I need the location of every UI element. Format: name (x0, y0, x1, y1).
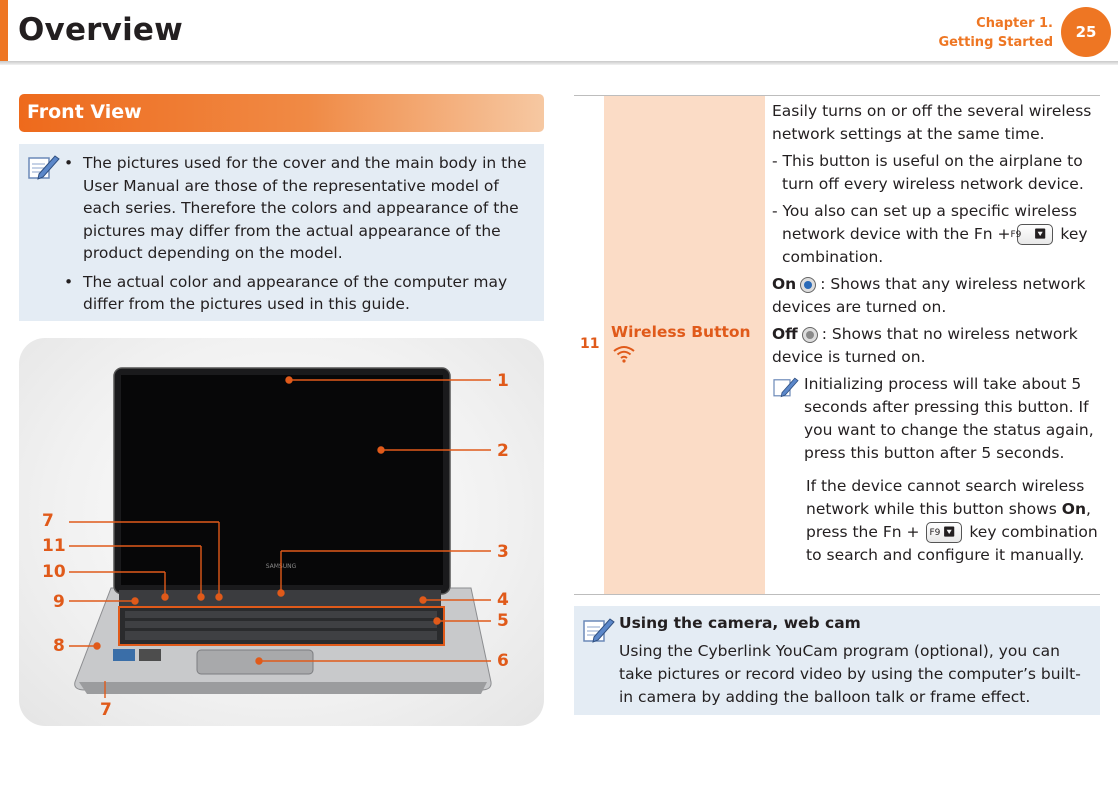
desc-final-para: If the device cannot search wireless net… (772, 475, 1098, 567)
f9-key-label: F9 (929, 522, 940, 545)
page-number-badge: 25 (1061, 7, 1111, 57)
header-accent-bar (0, 0, 8, 62)
callout-1: 1 (497, 371, 509, 391)
note-box: The pictures used for the cover and the … (19, 144, 544, 321)
callout-8: 8 (53, 636, 65, 656)
desc-dash-2: - You also can set up a specific wireles… (772, 200, 1098, 269)
callout-7-bottom: 7 (100, 700, 112, 720)
laptop-front-view-figure: SAMSUNG 1 2 3 (19, 338, 544, 726)
row-number: 11 (580, 336, 599, 352)
on-text: : Shows that any wireless network device… (772, 275, 1085, 316)
note-bullet-list: The pictures used for the cover and the … (61, 152, 536, 322)
table-bottom-rule (574, 594, 1100, 595)
note-bullet-1: The pictures used for the cover and the … (61, 152, 536, 265)
desc-intro: Easily turns on or off the several wirel… (772, 100, 1098, 146)
f9-key-icon: F9 🔽︎ (1017, 224, 1053, 245)
chapter-number: Chapter 1. (938, 14, 1053, 33)
laptop-illustration: SAMSUNG (19, 338, 544, 726)
f9-key-icon: F9🔽︎ (926, 522, 962, 543)
section-heading-bar: Front View (19, 94, 544, 132)
chapter-name: Getting Started (938, 33, 1053, 52)
camera-note-title: Using the camera, web cam (619, 614, 861, 632)
row-name: Wireless Button (611, 323, 751, 341)
wireless-icon (612, 345, 636, 363)
page-title: Overview (18, 12, 183, 48)
note-pencil-icon (772, 375, 800, 399)
table-row-name-cell: Wireless Button (604, 96, 765, 594)
callout-6: 6 (497, 651, 509, 671)
note-pencil-icon (582, 615, 616, 645)
desc-dash-1: - This button is useful on the airplane … (772, 150, 1098, 196)
section-title: Front View (27, 101, 142, 123)
off-text: : Shows that no wireless network device … (772, 325, 1078, 366)
antenna-icon: 🔽︎ (1044, 230, 1047, 240)
callout-4: 4 (497, 590, 509, 610)
final-para-a: If the device cannot search wireless net… (806, 477, 1084, 518)
note-pencil-icon (27, 152, 61, 182)
final-para-on: On (1062, 500, 1086, 518)
callout-2: 2 (497, 441, 509, 461)
desc-on-line: On: Shows that any wireless network devi… (772, 273, 1098, 319)
subnote-text: Initializing process will take about 5 s… (804, 375, 1094, 462)
callout-7-top: 7 (42, 511, 54, 531)
off-label: Off (772, 325, 798, 343)
desc-off-line: Off: Shows that no wireless network devi… (772, 323, 1098, 369)
on-label: On (772, 275, 796, 293)
callout-10: 10 (42, 562, 66, 582)
f9-key-label: F9 (1020, 224, 1021, 247)
wireless-off-icon (802, 327, 818, 343)
table-row-number-cell: 11 (574, 96, 604, 594)
camera-note-body: Using the Cyberlink YouCam program (opti… (619, 640, 1089, 709)
camera-note-box: Using the camera, web cam Using the Cybe… (574, 606, 1100, 715)
header-divider (0, 61, 1118, 65)
callout-9: 9 (53, 592, 65, 612)
antenna-icon: 🔽︎ (943, 528, 956, 538)
callout-11: 11 (42, 536, 66, 556)
callout-3: 3 (497, 542, 509, 562)
callout-5: 5 (497, 611, 509, 631)
table-row-description: Easily turns on or off the several wirel… (772, 100, 1098, 567)
note-bullet-2: The actual color and appearance of the c… (61, 271, 536, 316)
wireless-on-icon (800, 277, 816, 293)
desc-subnote: Initializing process will take about 5 s… (772, 373, 1098, 465)
chapter-label: Chapter 1. Getting Started (938, 14, 1053, 52)
